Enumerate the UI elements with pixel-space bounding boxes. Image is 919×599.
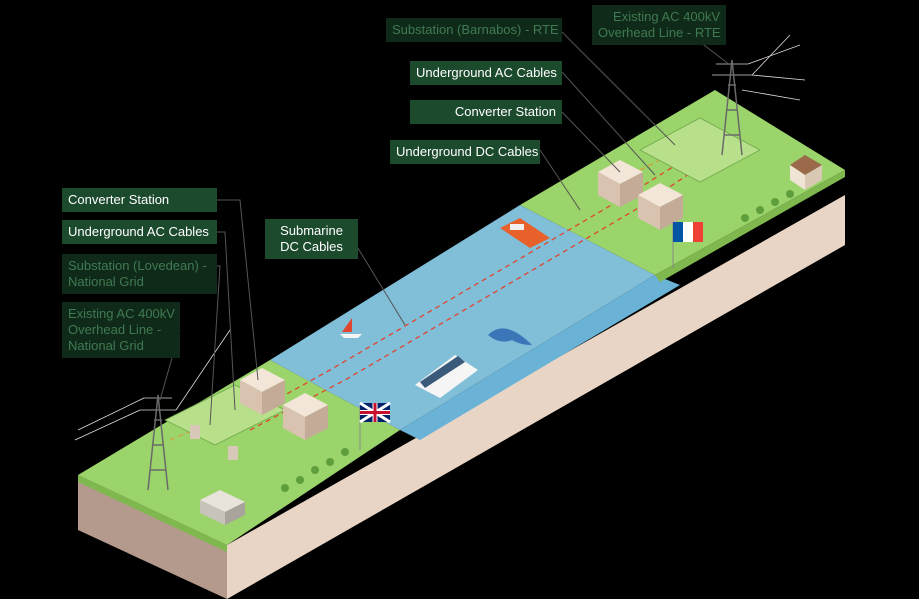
label-existing-ac-rte: Existing AC 400kV Overhead Line - RTE: [592, 5, 726, 45]
label-underground-dc-fr: Underground DC Cables: [390, 140, 540, 164]
house-icon: [790, 155, 822, 190]
sailboat-icon: [340, 318, 362, 338]
ship-icon: [500, 218, 550, 248]
sea-deep-face: [400, 275, 680, 440]
uk-land-edge: [78, 475, 227, 552]
label-substation-lovedean: Substation (Lovedean) - National Grid: [62, 254, 217, 294]
label-submarine-dc: Submarine DC Cables: [265, 219, 358, 259]
label-submarine-dc-line2: DC Cables: [280, 239, 343, 254]
label-substation-lovedean-line2: National Grid: [68, 274, 144, 289]
dc-cable-2: [249, 159, 711, 431]
uk-converter-station: [240, 368, 328, 440]
label-submarine-dc-line1: Submarine: [280, 223, 343, 238]
transformer-2: [228, 446, 238, 460]
label-substation-barnabos: Substation (Barnabos) - RTE: [386, 18, 562, 42]
label-existing-ac-rte-line2: Overhead Line - RTE: [598, 25, 721, 40]
label-converter-station-uk: Converter Station: [62, 188, 217, 212]
label-existing-ac-ng-line3: National Grid: [68, 338, 144, 353]
overhead-lines: [74, 34, 806, 441]
france-land: [520, 90, 845, 275]
pylon-icon: [712, 59, 752, 156]
label-converter-station-fr: Converter Station: [410, 100, 562, 124]
pylon-icon: [140, 394, 176, 491]
label-underground-ac-fr: Underground AC Cables: [410, 61, 562, 85]
block-front-face: [78, 475, 227, 599]
fr-converter-station: [598, 160, 683, 230]
uk-flag-icon: [359, 401, 391, 450]
france-land-edge: [655, 170, 845, 282]
france-flag-icon: [672, 222, 703, 268]
house-icon: [200, 490, 245, 525]
leader-lines: [159, 31, 731, 426]
label-existing-ac-ng: Existing AC 400kV Overhead Line - Nation…: [62, 302, 180, 358]
ferry-icon: [415, 355, 478, 398]
label-underground-ac-uk: Underground AC Cables: [62, 220, 217, 244]
label-existing-ac-rte-line1: Existing AC 400kV: [613, 9, 720, 24]
transformer-1: [190, 425, 200, 439]
label-existing-ac-ng-line2: Overhead Line -: [68, 322, 162, 337]
sea-channel: [270, 205, 655, 430]
label-substation-lovedean-line1: Substation (Lovedean) -: [68, 258, 207, 273]
dolphin-icon: [488, 328, 532, 345]
tree-icon: [281, 190, 794, 492]
label-existing-ac-ng-line1: Existing AC 400kV: [68, 306, 175, 321]
dc-cable-1: [239, 149, 701, 421]
substation-yard-fr: [639, 117, 761, 183]
block-right-face: [227, 195, 845, 599]
